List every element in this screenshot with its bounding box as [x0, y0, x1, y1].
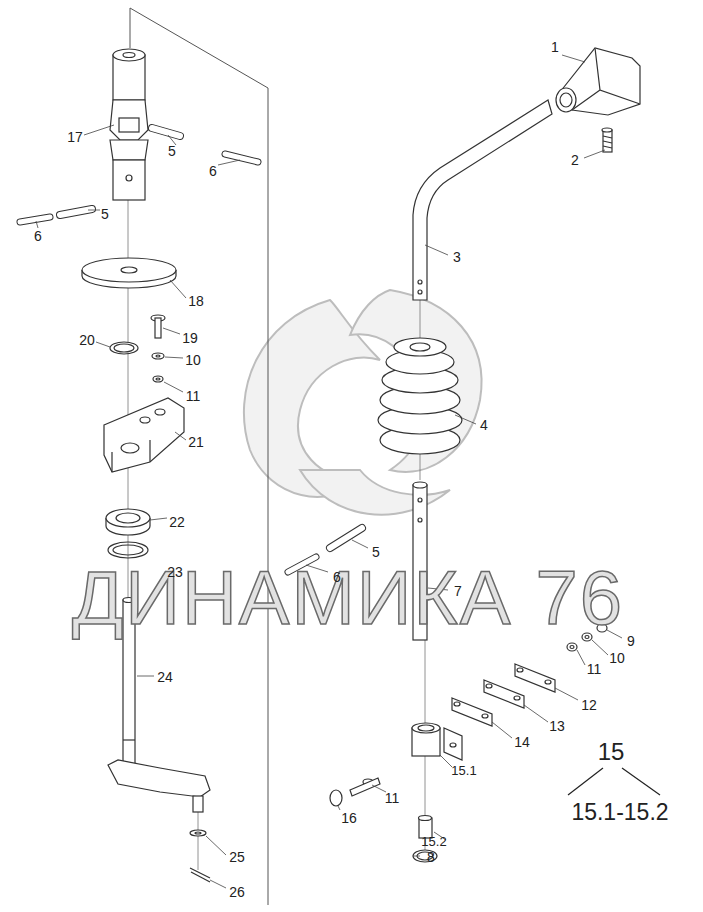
- callout-number: 7: [454, 584, 462, 598]
- pin: [20, 128, 362, 572]
- ring: [108, 542, 148, 558]
- bolt: [330, 778, 380, 806]
- washer: [82, 258, 176, 288]
- lever: [413, 100, 552, 300]
- callout-number: 10: [185, 353, 201, 367]
- callout-number: 14: [514, 735, 530, 749]
- callout-number: 15.2: [421, 835, 446, 848]
- knob: [556, 48, 640, 115]
- callout-number: 2: [571, 153, 579, 167]
- callout-number: 16: [341, 811, 357, 825]
- callout-number: 6: [34, 229, 42, 243]
- callout-number: 5: [372, 545, 380, 559]
- callout-number: 10: [609, 651, 625, 665]
- logo-watermark: [244, 290, 482, 515]
- callout-number: 24: [157, 670, 173, 684]
- callout-number: 21: [188, 435, 204, 449]
- callout-number: 11: [385, 791, 400, 805]
- bracket: [104, 398, 184, 472]
- callout-number: 6: [209, 164, 217, 178]
- shaft: [108, 598, 210, 883]
- callout-number: 12: [581, 698, 597, 712]
- rubber-boot: [378, 338, 462, 454]
- callout-number: 20: [79, 333, 95, 347]
- bearing: [106, 509, 150, 535]
- callout-number: 11: [186, 389, 201, 403]
- watermark: ДИНАМИКА 76: [72, 560, 624, 636]
- callout-number: 6: [333, 570, 341, 584]
- group-number: 15: [598, 740, 625, 764]
- callout-number: 18: [188, 294, 204, 308]
- callout-number: 1: [551, 40, 559, 54]
- callout-number: 26: [229, 885, 245, 899]
- center-line: [128, 200, 425, 870]
- group-bracket: [568, 768, 660, 795]
- callout-number: 19: [182, 331, 198, 345]
- group-number: 15.1-15.2: [571, 801, 668, 824]
- fasteners: [110, 315, 165, 382]
- callout-number: 23: [167, 565, 183, 579]
- callout-number: 8: [427, 850, 435, 864]
- callout-number: 5: [101, 207, 109, 221]
- callout-number: 11: [587, 662, 602, 676]
- plates: [452, 624, 607, 726]
- callout-number: 9: [627, 634, 635, 648]
- callout-number: 15.1: [451, 764, 476, 777]
- callout-number: 13: [549, 719, 565, 733]
- bracket: [412, 723, 462, 760]
- universal-joint: [110, 49, 148, 200]
- leader-line: [36, 55, 622, 888]
- callout-number: 22: [169, 515, 185, 529]
- callout-number: 4: [480, 418, 488, 432]
- callout-number: 5: [168, 144, 176, 158]
- screw: [602, 128, 612, 152]
- callout-number: 17: [67, 130, 83, 144]
- callout-number: 25: [229, 850, 245, 864]
- callout-number: 3: [453, 250, 461, 264]
